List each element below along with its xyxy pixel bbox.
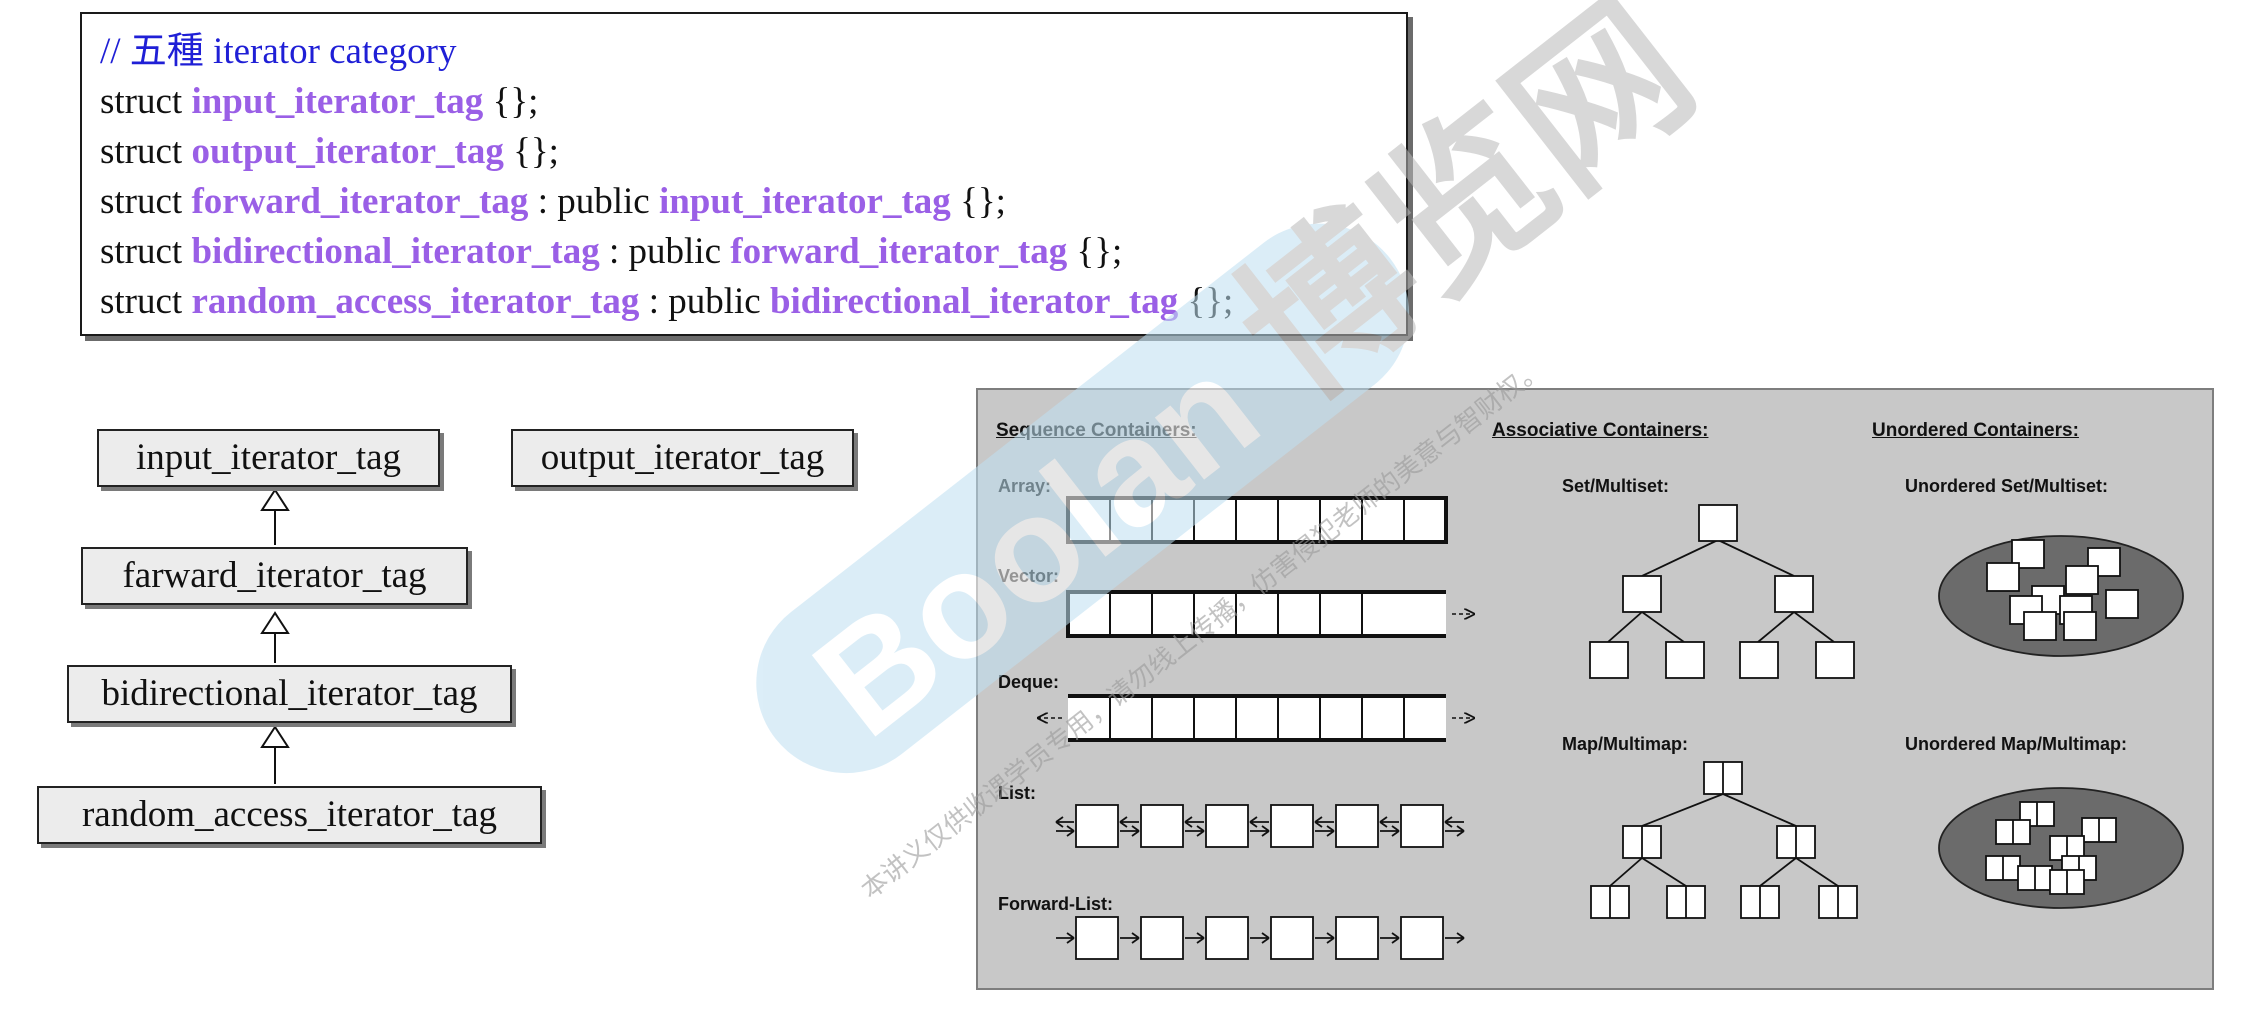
tag-name: random_access_iterator_tag: [191, 281, 640, 322]
code-tail: {};: [1178, 281, 1234, 322]
tag-name: input_iterator_tag: [191, 81, 484, 122]
keyword: struct: [100, 281, 183, 322]
map-tree-diagram: [1590, 761, 1858, 919]
random-access-iterator-tag-box: random_access_iterator_tag: [37, 786, 542, 844]
unordered-containers-heading: Unordered Containers:: [1872, 420, 2079, 441]
forward-list-label: Forward-List:: [998, 894, 1113, 914]
code-line: struct input_iterator_tag {};: [100, 80, 538, 124]
unordered-set-label: Unordered Set/Multiset:: [1905, 476, 2109, 496]
code-line: struct output_iterator_tag {};: [100, 130, 559, 174]
tag-name: bidirectional_iterator_tag: [191, 231, 600, 272]
map-multimap-label: Map/Multimap:: [1562, 734, 1688, 754]
keyword: struct: [100, 81, 183, 122]
base-tag-name: input_iterator_tag: [658, 181, 951, 222]
vector-diagram: [1066, 590, 1474, 638]
output-iterator-tag-box: output_iterator_tag: [511, 429, 854, 487]
list-label: List:: [998, 783, 1036, 803]
keyword: struct: [100, 131, 183, 172]
unordered-map-diagram: [1938, 787, 2184, 909]
associative-containers-heading: Associative Containers:: [1492, 420, 1709, 441]
tag-name: output_iterator_tag: [191, 131, 504, 172]
code-comment: // 五種 iterator category: [100, 31, 457, 72]
set-multiset-label: Set/Multiset:: [1562, 476, 1670, 496]
containers-panel: Sequence Containers: Associative Contain…: [976, 388, 2214, 990]
base-tag-name: bidirectional_iterator_tag: [769, 281, 1179, 322]
unordered-map-label: Unordered Map/Multimap:: [1905, 734, 2128, 754]
bidirectional-iterator-tag-box: bidirectional_iterator_tag: [67, 665, 512, 723]
set-tree-diagram: [1589, 504, 1855, 679]
array-diagram: [1066, 496, 1448, 544]
forward-list-diagram: [1056, 916, 1465, 960]
code-tail: {};: [1067, 231, 1123, 272]
containers-illustration: [978, 496, 2184, 960]
code-block: // 五種 iterator category struct input_ite…: [80, 12, 1408, 336]
forward-iterator-tag-box: farward_iterator_tag: [81, 547, 468, 605]
list-diagram: [1055, 804, 1465, 848]
code-tail: {};: [503, 131, 559, 172]
inheritance-arrows: [260, 488, 290, 784]
base-tag-name: forward_iterator_tag: [730, 231, 1068, 272]
code-line: struct forward_iterator_tag : public inp…: [100, 180, 1006, 224]
tag-name: forward_iterator_tag: [191, 181, 529, 222]
input-iterator-tag-box: input_iterator_tag: [97, 429, 440, 487]
inheritance-spec: : public: [639, 281, 770, 322]
unordered-set-diagram: [1938, 535, 2184, 657]
code-tail: {};: [483, 81, 539, 122]
keyword: struct: [100, 181, 183, 222]
code-tail: {};: [950, 181, 1006, 222]
deque-diagram: [1038, 694, 1474, 742]
inheritance-spec: : public: [528, 181, 659, 222]
inheritance-spec: : public: [599, 231, 731, 272]
keyword: struct: [100, 231, 183, 272]
